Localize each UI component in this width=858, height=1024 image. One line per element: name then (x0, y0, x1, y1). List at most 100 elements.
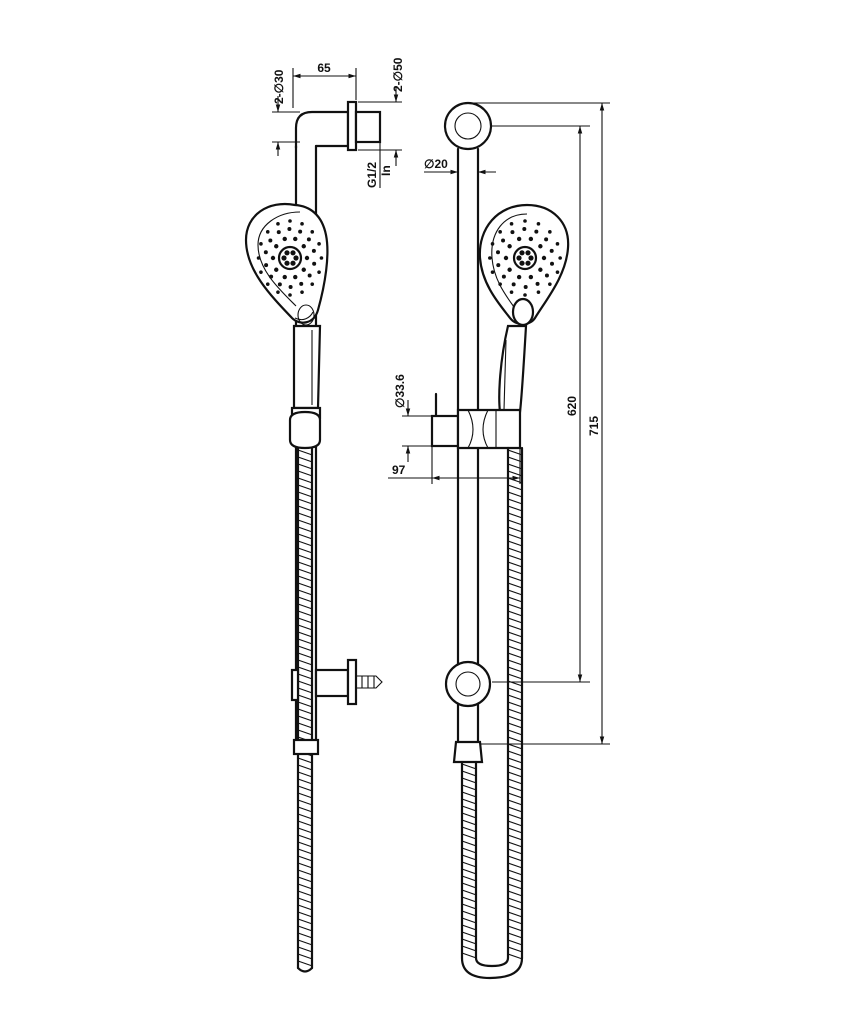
hose-coil (461, 938, 477, 945)
hose-coil (297, 575, 313, 582)
hose-coil (297, 869, 313, 876)
front-slider-holder (430, 392, 522, 450)
hose-coil (297, 498, 313, 505)
hose-coil (461, 784, 477, 791)
nozzle-dot (538, 244, 543, 249)
nozzle-dot (509, 290, 514, 294)
side-hand-shower (244, 202, 329, 410)
nozzle-dot (306, 237, 311, 242)
hose-coil (507, 911, 523, 918)
nozzle-dot (498, 282, 502, 286)
nozzle-dot (498, 230, 502, 234)
hose-coil (507, 855, 523, 862)
nozzle-dot (288, 219, 292, 223)
hose-coil (297, 918, 313, 925)
hose-coil (297, 883, 313, 890)
hose-coil (297, 526, 313, 533)
hose-coil (461, 945, 477, 952)
hose-coil (297, 778, 313, 785)
nozzle-dot (516, 255, 522, 261)
hose-coil (507, 806, 523, 813)
hose-coil (507, 582, 523, 589)
nozzle-dot (523, 284, 528, 289)
hose-coil (507, 638, 523, 645)
hose-coil (297, 659, 313, 666)
hose-coil (297, 792, 313, 799)
front-hand-shower (478, 203, 570, 414)
hose-coil (297, 491, 313, 498)
nozzle-dot (536, 290, 541, 294)
hose-coil (461, 819, 477, 826)
side-rail-end-cap (292, 738, 320, 756)
hose-coil (297, 904, 313, 911)
dim-small-dia-label: 2-∅30 (272, 69, 286, 104)
nozzle-dot (311, 248, 316, 253)
nozzle-dot (259, 270, 263, 274)
hose-coil (507, 631, 523, 638)
hose-coil (507, 694, 523, 701)
inlet-label-group: G1/2 In (365, 142, 393, 188)
front-top-ring (443, 101, 493, 151)
hose-coil (297, 799, 313, 806)
hose-coil (507, 645, 523, 652)
nozzle-dot (541, 255, 547, 261)
front-hose (460, 446, 524, 980)
nozzle-dot (548, 230, 552, 234)
hose-coil (507, 813, 523, 820)
hose-coil (507, 617, 523, 624)
nozzle-dot (274, 244, 279, 249)
hose-coil (461, 791, 477, 798)
hose-coil (507, 890, 523, 897)
inlet-label: G1/2 (365, 162, 379, 188)
hose-coil (507, 484, 523, 491)
hose-coil (507, 953, 523, 960)
hose-coil (507, 701, 523, 708)
hose-coil (297, 834, 313, 841)
nozzle-dot (282, 274, 287, 280)
hose-coil (507, 897, 523, 904)
nozzle-dot (276, 222, 280, 226)
top-wall-bracket (294, 100, 382, 152)
hose-coil (297, 960, 313, 967)
hose-coil (507, 771, 523, 778)
nozzle-dot (277, 282, 282, 287)
nozzle-dot (525, 250, 531, 256)
hose-coil (507, 596, 523, 603)
dim-rail-dia-label: ∅20 (424, 157, 448, 171)
front-hose-connector (452, 740, 484, 764)
hose-coil (461, 910, 477, 917)
hose-coil (507, 799, 523, 806)
nozzle-dot (290, 250, 296, 256)
hose-coil (297, 932, 313, 939)
nozzle-dot (269, 274, 274, 279)
hose-coil (507, 568, 523, 575)
hose-coil (507, 610, 523, 617)
hose-coil (297, 505, 313, 512)
nozzle-dot (523, 219, 527, 223)
hose-coil (297, 827, 313, 834)
hose-coil (297, 624, 313, 631)
lower-wall-bracket (290, 658, 383, 706)
hose-coil (297, 841, 313, 848)
hose-coil (297, 589, 313, 596)
nozzle-dot (281, 255, 287, 261)
nozzle-dot (501, 274, 506, 279)
hose-coil (507, 904, 523, 911)
hose-coil (297, 484, 313, 491)
hose-coil (297, 820, 313, 827)
dimension-715: 715 (470, 102, 610, 745)
nozzle-dot (276, 230, 281, 235)
nozzle-dot (264, 263, 269, 268)
hose-coil (507, 792, 523, 799)
hose-coil (297, 596, 313, 603)
nozzle-dot (503, 255, 509, 261)
hose-coil (297, 701, 313, 708)
hose-coil (461, 777, 477, 784)
hose-coil (507, 603, 523, 610)
hose-coil (297, 512, 313, 519)
hose-coil (507, 687, 523, 694)
hose-coil (297, 848, 313, 855)
dimension-97: 97 (388, 446, 521, 484)
hose-coil (461, 833, 477, 840)
